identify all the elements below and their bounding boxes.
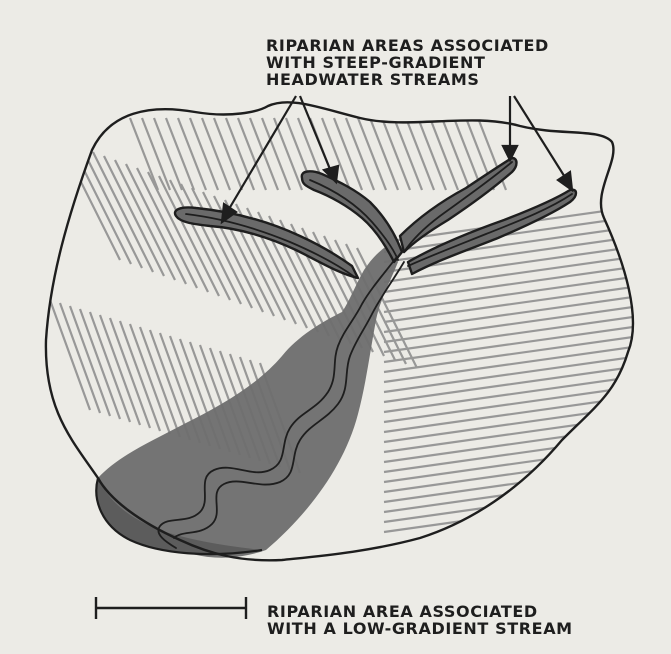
arrow-to-right-strip bbox=[514, 96, 568, 182]
headwater-label-line-1: RIPARIAN AREAS ASSOCIATED bbox=[266, 37, 549, 54]
lowland-label-line-2: WITH A LOW-GRADIENT STREAM bbox=[267, 620, 573, 637]
lowland-label-line-1: RIPARIAN AREA ASSOCIATED bbox=[267, 603, 573, 620]
low-gradient-riparian-label: RIPARIAN AREA ASSOCIATED WITH A LOW-GRAD… bbox=[267, 603, 573, 637]
headwater-label-line-2: WITH STEEP-GRADIENT bbox=[266, 54, 549, 71]
low-gradient-scale-bar bbox=[96, 597, 246, 619]
arrowhead-right-strip bbox=[558, 172, 572, 190]
headwater-riparian-label: RIPARIAN AREAS ASSOCIATED WITH STEEP-GRA… bbox=[266, 37, 549, 88]
headwater-label-line-3: HEADWATER STREAMS bbox=[266, 71, 549, 88]
